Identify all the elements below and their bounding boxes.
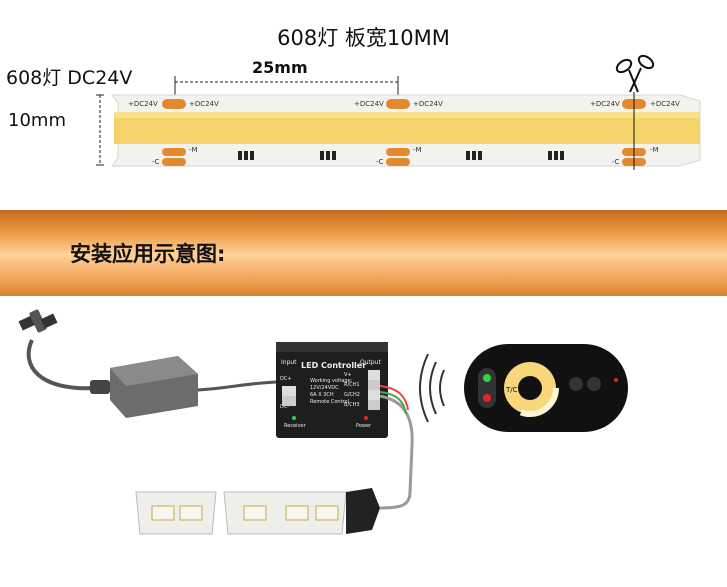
install-section-title: 安装应用示意图: — [70, 242, 226, 266]
strip-title: 608灯 板宽10MM — [277, 26, 450, 50]
strip-connector — [346, 488, 380, 534]
dc-cable — [197, 380, 277, 392]
pad-label: -M — [189, 146, 198, 154]
pad-label: +DC24V — [128, 100, 158, 108]
svg-text:B/CH3: B/CH3 — [344, 402, 360, 408]
svg-text:12V/24VDC: 12V/24VDC — [310, 385, 339, 391]
wireless-signal-icon — [419, 353, 445, 423]
svg-text:Remote Control: Remote Control — [310, 399, 349, 405]
pad-label: +DC24V — [590, 100, 620, 108]
led-controller: Input LED Controller Output Working volt… — [276, 342, 388, 438]
scissors-icon — [615, 54, 655, 93]
section-banner — [0, 210, 727, 296]
controller-brand: Input — [281, 359, 297, 366]
pad-label: -M — [650, 146, 659, 154]
remote-label: T/C — [505, 386, 518, 394]
pad-label: +DC24V — [354, 100, 384, 108]
ac-cable — [26, 339, 96, 391]
svg-text:Working voltage:: Working voltage: — [310, 378, 353, 384]
controller-title: LED Controller — [301, 361, 366, 370]
pad-label: +DC24V — [650, 100, 680, 108]
led-strip-segment-1 — [135, 491, 217, 535]
pad-label: +DC24V — [189, 100, 219, 108]
svg-text:DC-: DC- — [280, 404, 289, 410]
pad-label: -C — [152, 158, 160, 166]
pad-label: -M — [413, 146, 422, 154]
svg-text:Power: Power — [356, 423, 372, 429]
svg-text:G/CH2: G/CH2 — [344, 392, 360, 398]
resistor-group — [238, 151, 564, 160]
svg-text:R/CH1: R/CH1 — [344, 382, 360, 388]
pad-label: -C — [612, 158, 620, 166]
cut-point-1 — [162, 99, 186, 166]
installation-diagram: Input LED Controller Output Working volt… — [18, 309, 628, 535]
pitch-label: 25mm — [252, 58, 308, 77]
pad-label: -C — [376, 158, 384, 166]
led-strip-diagram: +DC24V +DC24V +DC24V +DC24V +DC24V +DC24… — [96, 54, 701, 170]
svg-text:DC+: DC+ — [280, 376, 292, 382]
controller-output-label: Output — [360, 359, 381, 366]
output-cable — [379, 394, 414, 510]
power-plug-icon — [18, 309, 58, 333]
power-adapter — [90, 356, 198, 418]
svg-text:V+: V+ — [344, 372, 352, 378]
pad-label: +DC24V — [413, 100, 443, 108]
led-strip-segment-2 — [223, 491, 347, 535]
svg-text:Receiver: Receiver — [284, 423, 307, 429]
width-label: 10mm — [8, 110, 66, 131]
svg-text:6A X 3CH: 6A X 3CH — [310, 392, 334, 398]
cut-point-2 — [386, 99, 410, 166]
touch-remote: T/C — [464, 344, 628, 432]
spec-label: 608灯 DC24V — [6, 67, 133, 89]
